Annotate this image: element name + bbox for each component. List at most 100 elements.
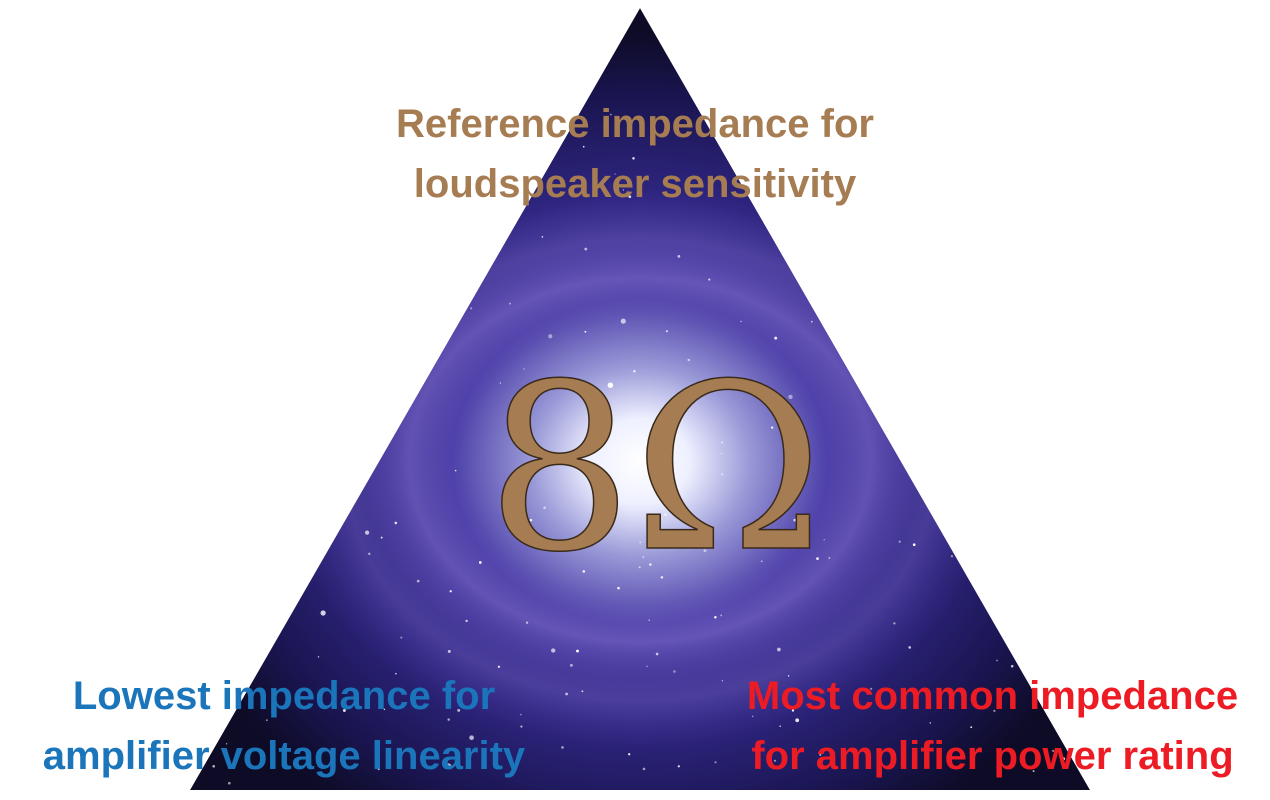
star bbox=[383, 708, 386, 711]
star bbox=[392, 226, 395, 230]
star bbox=[365, 530, 370, 535]
bottom-left-label-line-1: Lowest impedance for bbox=[72, 674, 496, 718]
star bbox=[673, 670, 676, 673]
star bbox=[708, 278, 711, 281]
star bbox=[465, 619, 468, 623]
star bbox=[646, 665, 648, 668]
star bbox=[964, 517, 967, 520]
star bbox=[665, 330, 668, 333]
star bbox=[987, 277, 990, 281]
star bbox=[372, 296, 375, 299]
star bbox=[587, 50, 593, 55]
star bbox=[395, 672, 397, 675]
star bbox=[377, 767, 380, 771]
star bbox=[795, 718, 800, 723]
star bbox=[687, 358, 690, 362]
star bbox=[507, 53, 511, 57]
star bbox=[241, 37, 244, 40]
star bbox=[317, 656, 320, 658]
star bbox=[617, 586, 620, 590]
star bbox=[227, 781, 231, 785]
star bbox=[987, 166, 990, 169]
star bbox=[731, 15, 735, 19]
star bbox=[276, 224, 280, 228]
star bbox=[819, 753, 822, 756]
star bbox=[294, 466, 297, 470]
star bbox=[816, 557, 819, 560]
star bbox=[892, 283, 897, 288]
star bbox=[1029, 624, 1034, 629]
star bbox=[917, 349, 920, 353]
star bbox=[840, 53, 844, 56]
star bbox=[1072, 623, 1075, 626]
star bbox=[912, 543, 916, 547]
star bbox=[312, 33, 316, 37]
star bbox=[787, 675, 790, 677]
star bbox=[368, 552, 371, 556]
star bbox=[345, 26, 348, 30]
star bbox=[454, 469, 457, 472]
star bbox=[907, 218, 911, 222]
star bbox=[948, 90, 952, 94]
star bbox=[756, 11, 759, 14]
star bbox=[607, 382, 614, 388]
star bbox=[1087, 604, 1089, 607]
star bbox=[1010, 664, 1014, 668]
star bbox=[774, 759, 776, 762]
star bbox=[927, 286, 930, 289]
bottom-left-label: Lowest impedance for amplifier voltage l… bbox=[14, 666, 554, 786]
star bbox=[565, 692, 568, 696]
star bbox=[864, 226, 867, 229]
bottom-right-label-line-2: for amplifier power rating bbox=[751, 734, 1234, 778]
star bbox=[721, 473, 724, 476]
star bbox=[447, 718, 450, 721]
star bbox=[342, 709, 346, 712]
star bbox=[1062, 757, 1066, 761]
star bbox=[1072, 201, 1075, 204]
star bbox=[899, 425, 902, 428]
star bbox=[1026, 267, 1030, 271]
star bbox=[400, 636, 403, 639]
star bbox=[445, 763, 452, 769]
star bbox=[714, 616, 717, 619]
star bbox=[839, 265, 843, 268]
star bbox=[191, 87, 197, 93]
top-label: Reference impedance for loudspeaker sens… bbox=[335, 94, 935, 214]
star bbox=[1054, 105, 1058, 109]
star bbox=[569, 663, 573, 667]
star bbox=[929, 722, 932, 724]
star bbox=[609, 113, 612, 116]
star bbox=[738, 72, 741, 75]
star bbox=[469, 735, 474, 741]
star bbox=[793, 518, 797, 522]
star bbox=[1011, 221, 1014, 223]
top-label-line-1: Reference impedance for bbox=[396, 102, 874, 146]
star bbox=[1033, 84, 1037, 88]
star bbox=[980, 18, 983, 21]
star bbox=[314, 468, 320, 474]
star bbox=[751, 715, 754, 718]
star bbox=[720, 614, 723, 617]
star bbox=[582, 570, 586, 573]
star bbox=[422, 354, 425, 358]
star bbox=[790, 73, 793, 77]
star bbox=[668, 414, 671, 417]
star bbox=[584, 247, 588, 251]
star bbox=[642, 556, 645, 558]
star bbox=[994, 379, 997, 382]
star bbox=[256, 223, 259, 225]
star bbox=[963, 33, 968, 39]
star bbox=[721, 680, 724, 682]
star bbox=[1032, 427, 1034, 430]
star bbox=[663, 119, 667, 123]
star bbox=[320, 451, 323, 454]
star bbox=[986, 587, 990, 590]
star bbox=[950, 555, 954, 558]
star bbox=[660, 576, 664, 579]
star bbox=[320, 610, 326, 616]
star bbox=[551, 648, 556, 653]
star bbox=[628, 195, 632, 199]
star bbox=[779, 725, 781, 727]
star bbox=[568, 78, 571, 81]
